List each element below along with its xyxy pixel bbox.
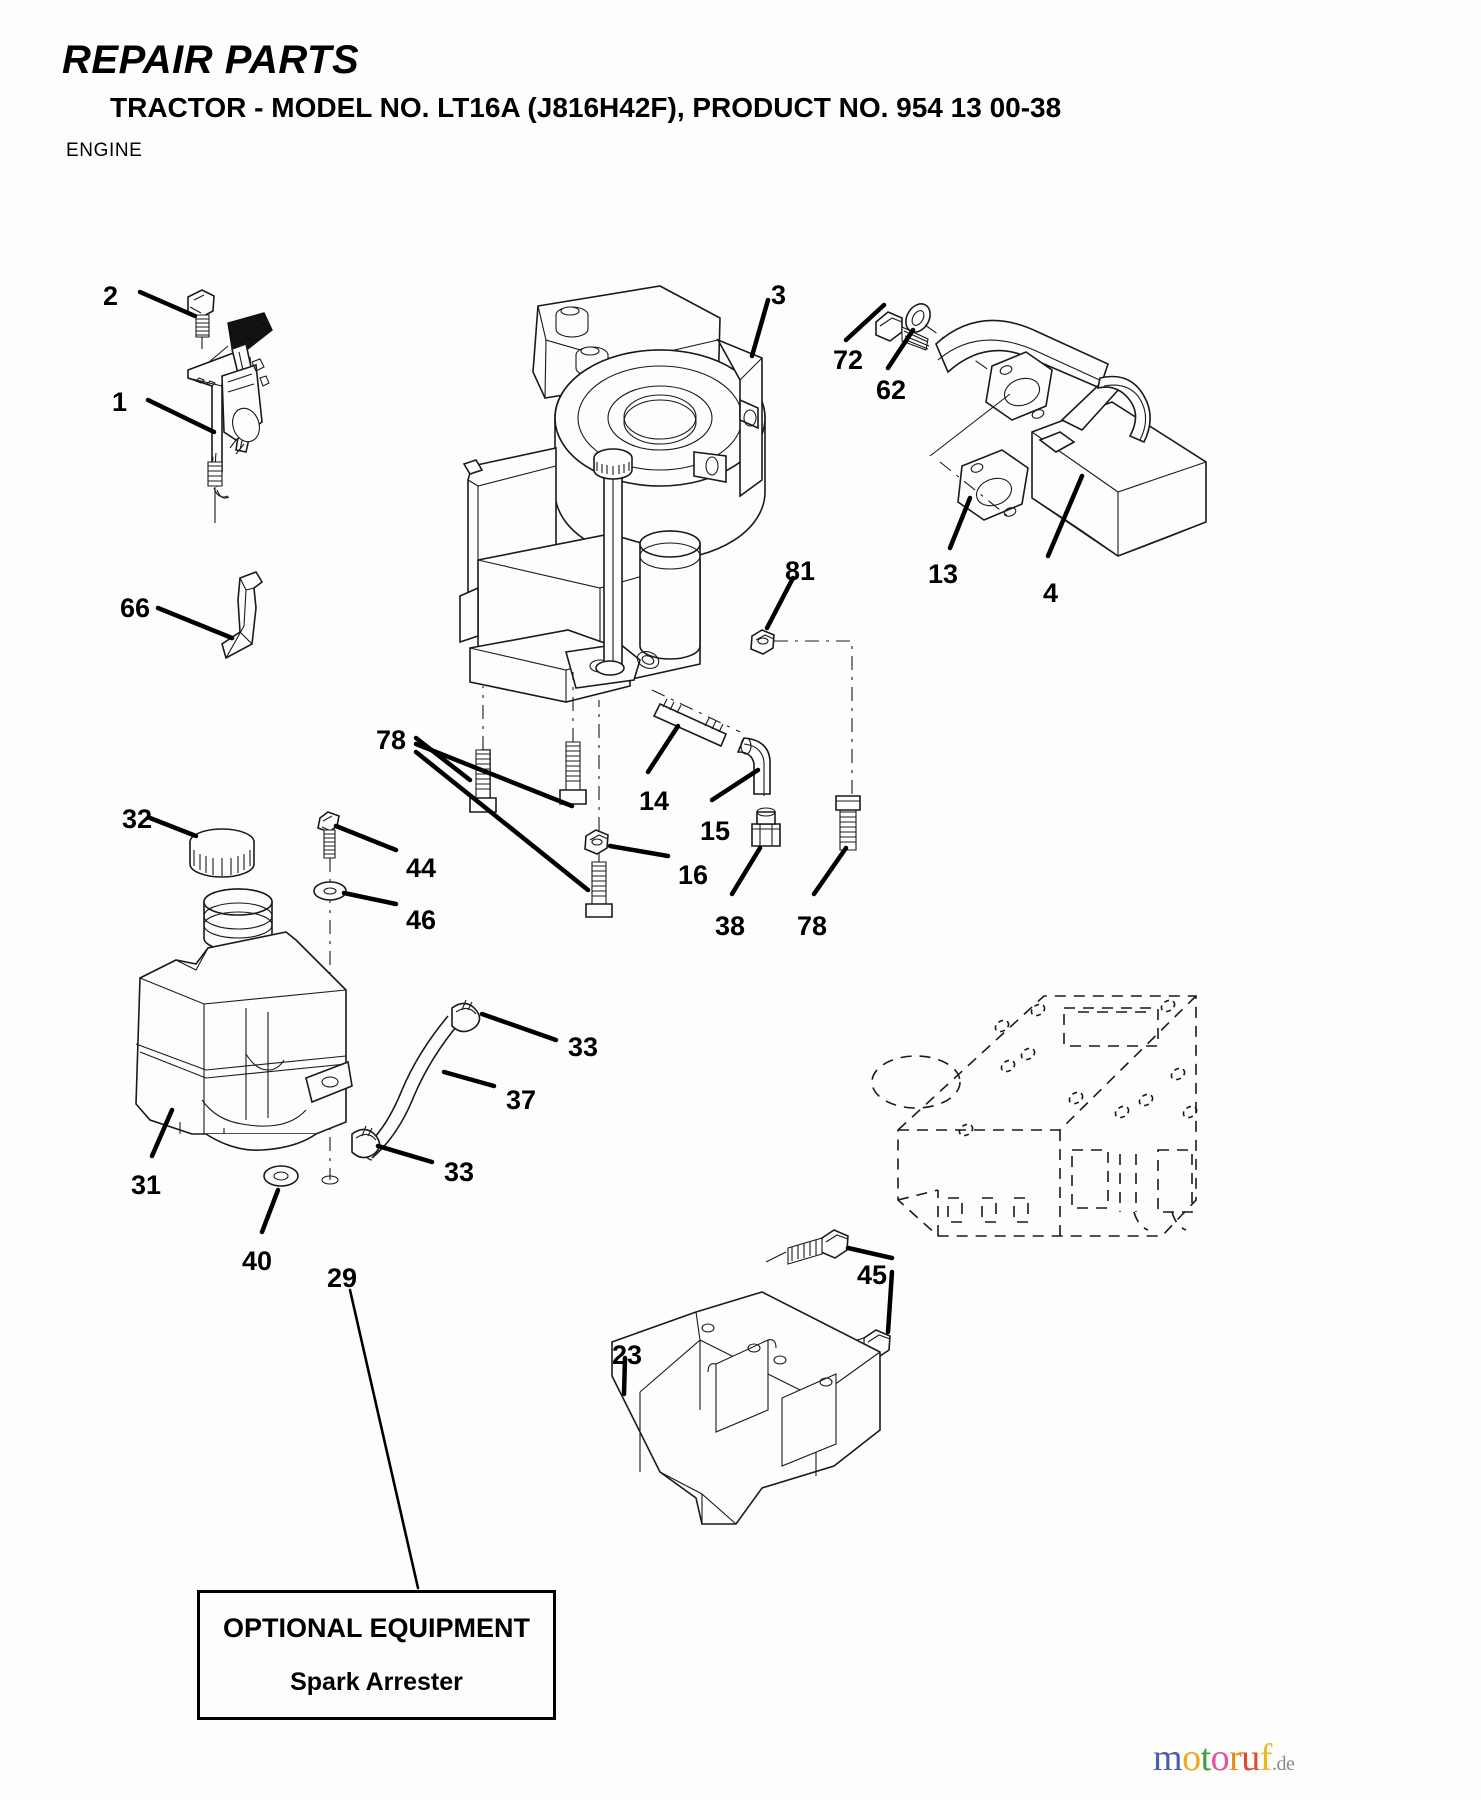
locknut-16-group xyxy=(584,829,671,859)
motoruf-watermark: motoruf.de xyxy=(1153,1736,1295,1780)
clip-66-group xyxy=(155,571,264,660)
optional-equipment-box: OPTIONAL EQUIPMENT Spark Arrester xyxy=(197,1590,556,1720)
screw-44-group xyxy=(317,811,399,1180)
fuel-nipple-group xyxy=(645,689,741,775)
callout-40: 40 xyxy=(242,1246,273,1276)
leader-29 xyxy=(348,1288,420,1590)
watermark-letter-o2: o xyxy=(1210,1737,1230,1779)
callout-78-left: 78 xyxy=(376,725,407,755)
callout-33-upper: 33 xyxy=(568,1032,599,1062)
watermark-letter-t: t xyxy=(1200,1737,1212,1779)
callout-78-right: 78 xyxy=(797,911,828,941)
fuel-cap-group xyxy=(147,815,255,878)
page-title: REPAIR PARTS xyxy=(62,38,360,82)
callout-72: 72 xyxy=(833,345,864,375)
callout-81: 81 xyxy=(785,556,816,586)
engine-shield-group xyxy=(611,1229,895,1525)
chassis-frame-group xyxy=(871,995,1198,1237)
callout-4: 4 xyxy=(1043,578,1059,608)
watermark-letter-m: m xyxy=(1153,1737,1183,1779)
callout-14: 14 xyxy=(639,786,670,816)
callout-3: 3 xyxy=(771,280,787,310)
engine-mount-bolts-group xyxy=(413,672,613,918)
grommet-40-group xyxy=(259,1165,299,1235)
engine-block-group xyxy=(459,285,771,703)
callout-1: 1 xyxy=(112,387,128,417)
muffler-group xyxy=(929,319,1207,559)
optional-equipment-title: OPTIONAL EQUIPMENT xyxy=(222,1613,531,1643)
callout-29: 29 xyxy=(327,1263,358,1293)
callout-46: 46 xyxy=(406,905,437,935)
throttle-control-group xyxy=(137,289,273,523)
watermark-letter-f: f xyxy=(1259,1737,1273,1779)
model-subtitle: TRACTOR - MODEL NO. LT16A (J816H42F), PR… xyxy=(110,92,1062,123)
muffler-hardware-group xyxy=(843,302,1001,379)
callout-38: 38 xyxy=(715,911,746,941)
locknut-38-group xyxy=(729,807,781,897)
callout-16: 16 xyxy=(678,860,709,890)
watermark-letter-u: u xyxy=(1241,1737,1260,1779)
callout-37: 37 xyxy=(506,1085,537,1115)
washer-46-group xyxy=(313,881,399,907)
watermark-letter-o1: o xyxy=(1182,1737,1201,1779)
callout-31: 31 xyxy=(131,1170,162,1200)
callout-15: 15 xyxy=(700,816,731,846)
callout-13: 13 xyxy=(928,559,959,589)
nut-81-group xyxy=(750,575,853,812)
callout-23: 23 xyxy=(612,1340,643,1370)
callout-33-lower: 33 xyxy=(444,1157,475,1187)
optional-equipment-item: Spark Arrester xyxy=(290,1668,463,1696)
fuel-tank-group xyxy=(135,888,353,1185)
callout-62: 62 xyxy=(876,375,907,405)
callout-44: 44 xyxy=(406,853,437,883)
callout-66: 66 xyxy=(120,593,151,623)
watermark-letter-r: r xyxy=(1229,1737,1242,1779)
section-label: ENGINE xyxy=(66,140,143,161)
callout-32: 32 xyxy=(122,804,153,834)
fuel-line-group xyxy=(351,999,559,1165)
watermark-domain: .de xyxy=(1271,1753,1295,1775)
elbow-fitting-group xyxy=(709,737,771,803)
bolt-78-right-group xyxy=(811,795,861,897)
exhaust-gasket-group xyxy=(939,449,1029,551)
callout-2: 2 xyxy=(103,281,119,311)
callout-45: 45 xyxy=(857,1260,888,1290)
